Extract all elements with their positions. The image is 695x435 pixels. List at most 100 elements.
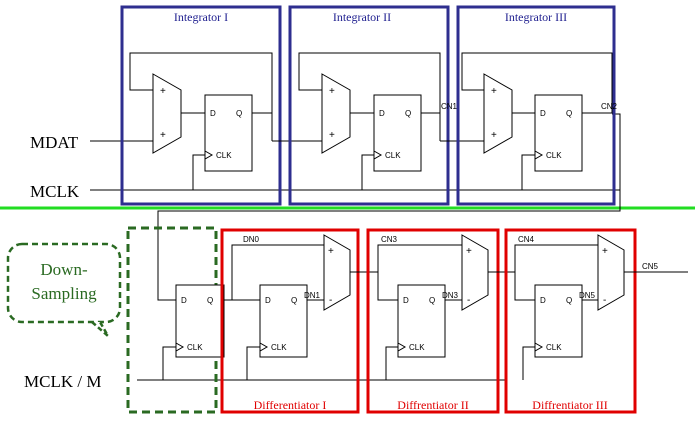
differentiator-3-clk-pin: CLK bbox=[546, 343, 562, 352]
integrator-output-wire bbox=[157, 113, 621, 301]
differentiator-1-d-pin: D bbox=[265, 296, 271, 305]
integrator-stage: Integrator I + + D Q CLK Integrator II +… bbox=[30, 5, 621, 301]
integrator-3-box bbox=[456, 5, 616, 206]
integrator-1-feedback-wire bbox=[129, 52, 273, 114]
integrator-1: Integrator I + + D Q CLK bbox=[120, 5, 282, 206]
integrator-3: Integrator III + + D Q CLK CN2 bbox=[456, 5, 618, 206]
integrator-2-plus-top: + bbox=[329, 86, 335, 97]
integrator-1-register bbox=[204, 94, 253, 172]
integrator-1-plus-bottom: + bbox=[160, 130, 166, 141]
differentiator-3-clock-wire bbox=[522, 346, 535, 380]
differentiator-stage: D Q CLK Down- Sampling Differentiator I … bbox=[6, 226, 688, 414]
differentiator-1-minus: - bbox=[329, 295, 332, 306]
integrator-3-label: Integrator III bbox=[505, 10, 567, 24]
downsampling-register bbox=[175, 284, 225, 358]
downsampling-callout-pointer bbox=[91, 321, 110, 337]
differentiator-2: Diffrentiator II CN3 D Q CLK DN3 + - bbox=[366, 228, 500, 414]
differentiator-3-label: Diffrentiator III bbox=[532, 398, 607, 412]
differentiator-3-box bbox=[504, 228, 637, 414]
differentiator-3-q-pin: Q bbox=[566, 296, 572, 305]
downsampling-d-pin: D bbox=[181, 296, 187, 305]
integrator-1-clock-wire bbox=[192, 154, 205, 190]
downsampling-box bbox=[126, 226, 218, 414]
integrator-3-q-pin: Q bbox=[566, 109, 572, 118]
downsampling-q-pin: Q bbox=[207, 296, 213, 305]
mclk-label: MCLK bbox=[30, 182, 80, 201]
differentiator-3-input-wire bbox=[514, 272, 535, 301]
differentiator-3-subtractor bbox=[597, 234, 625, 311]
differentiator-2-in-label: CN3 bbox=[381, 235, 398, 244]
differentiator-3-delay-label: DN5 bbox=[579, 291, 596, 300]
downsampling-clk-pin: CLK bbox=[187, 343, 203, 352]
mclk-m-label: MCLK / M bbox=[24, 372, 101, 391]
integrator-3-feedback-wire bbox=[461, 52, 613, 114]
differentiator-3-plus: + bbox=[602, 246, 608, 257]
integrator-2-feedback-wire bbox=[298, 52, 441, 114]
differentiator-1-register bbox=[259, 284, 308, 358]
differentiator-3-minus: - bbox=[603, 295, 606, 306]
differentiator-1-subtractor bbox=[323, 234, 351, 311]
differentiator-3-d-pin: D bbox=[540, 296, 546, 305]
differentiator-1-plus: + bbox=[328, 246, 334, 257]
integrator-2-clk-pin: CLK bbox=[385, 151, 401, 160]
differentiator-2-clk-pin: CLK bbox=[409, 343, 425, 352]
differentiator-1-in-label: DN0 bbox=[243, 235, 260, 244]
integrator-3-output-label: CN2 bbox=[601, 102, 618, 111]
integrator-2-clock-wire bbox=[361, 154, 374, 190]
differentiator-1: Differentiator I DN0 D Q CLK DN1 + - bbox=[220, 228, 360, 414]
differentiator-2-delay-label: DN3 bbox=[442, 291, 459, 300]
differentiator-3-in-label: CN4 bbox=[518, 235, 535, 244]
integrator-2-adder bbox=[321, 73, 351, 154]
integrator-1-box bbox=[120, 5, 282, 206]
differentiator-2-plus: + bbox=[466, 246, 472, 257]
downsampling-callout bbox=[6, 242, 122, 324]
differentiator-2-register bbox=[397, 284, 446, 358]
integrator-2: Integrator II + + D Q CLK CN1 bbox=[288, 5, 458, 206]
differentiator-2-clock-wire bbox=[385, 346, 398, 380]
integrator-3-adder bbox=[483, 73, 513, 154]
integrator-2-plus-bottom: + bbox=[329, 130, 335, 141]
differentiator-3-register bbox=[534, 284, 583, 358]
mdat-label: MDAT bbox=[30, 133, 79, 152]
differentiator-1-box bbox=[220, 228, 360, 414]
final-output-label: CN5 bbox=[642, 262, 659, 271]
differentiator-2-minus: - bbox=[467, 295, 470, 306]
differentiator-2-direct-wire bbox=[377, 244, 462, 272]
integrator-3-clock-wire bbox=[521, 154, 535, 190]
integrator-1-d-pin: D bbox=[210, 109, 216, 118]
differentiator-1-label: Differentiator I bbox=[254, 398, 327, 412]
differentiator-1-direct-wire bbox=[231, 244, 324, 300]
integrator-2-output-label: CN1 bbox=[441, 102, 458, 111]
integrator-1-adder bbox=[152, 73, 182, 154]
integrator-1-clk-pin: CLK bbox=[216, 151, 232, 160]
integrator-2-label: Integrator II bbox=[333, 10, 391, 24]
integrator-1-plus-top: + bbox=[160, 86, 166, 97]
differentiator-3-direct-wire bbox=[514, 244, 598, 272]
integrator-2-q-pin: Q bbox=[405, 109, 411, 118]
differentiator-2-input-wire bbox=[377, 272, 398, 301]
integrator-3-plus-top: + bbox=[491, 86, 497, 97]
differentiator-1-clock-wire bbox=[246, 346, 260, 380]
differentiator-1-clk-pin: CLK bbox=[271, 343, 287, 352]
differentiator-2-box bbox=[366, 228, 500, 414]
integrator-3-register bbox=[534, 94, 583, 172]
differentiator-1-delay-label: DN1 bbox=[304, 291, 321, 300]
differentiator-3: Diffrentiator III CN4 D Q CLK DN5 + - CN… bbox=[504, 228, 688, 414]
integrator-1-q-pin: Q bbox=[236, 109, 242, 118]
integrator-1-label: Integrator I bbox=[174, 10, 228, 24]
downsampling-label-line1: Down- bbox=[40, 260, 88, 279]
downsampling-stage: D Q CLK Down- Sampling bbox=[6, 226, 225, 414]
downsampling-label-line2: Sampling bbox=[31, 284, 97, 303]
downsampling-clock-wire bbox=[162, 346, 176, 380]
integrator-3-clk-pin: CLK bbox=[546, 151, 562, 160]
integrator-2-register bbox=[373, 94, 422, 172]
integrator-2-d-pin: D bbox=[379, 109, 385, 118]
integrator-3-plus-bottom: + bbox=[491, 130, 497, 141]
differentiator-1-q-pin: Q bbox=[291, 296, 297, 305]
integrator-2-box bbox=[288, 5, 450, 206]
integrator-3-d-pin: D bbox=[540, 109, 546, 118]
differentiator-2-label: Diffrentiator II bbox=[397, 398, 468, 412]
differentiator-2-q-pin: Q bbox=[429, 296, 435, 305]
differentiator-2-d-pin: D bbox=[403, 296, 409, 305]
